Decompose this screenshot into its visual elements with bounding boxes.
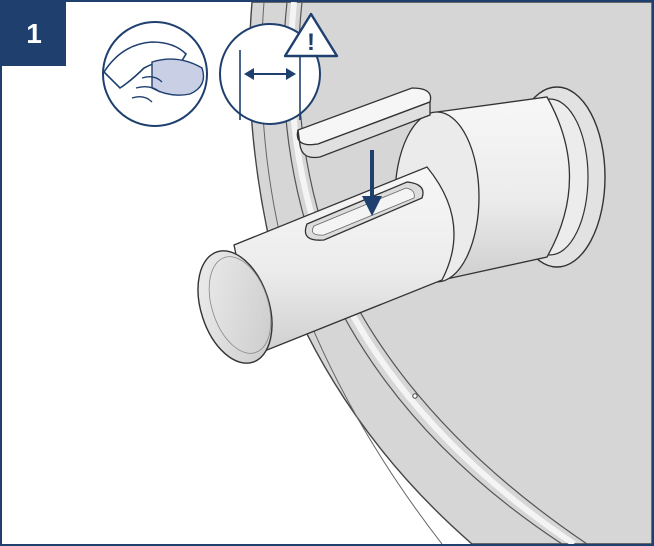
hand-wiping-cloth-icon bbox=[102, 21, 208, 127]
housing-screw-hole bbox=[412, 393, 418, 399]
shaft-end-rim bbox=[208, 256, 272, 354]
warning-symbol: ! bbox=[307, 29, 315, 56]
shaft-end-face bbox=[197, 250, 273, 364]
warning-triangle-icon: ! bbox=[283, 12, 339, 58]
step-number-badge: 1 bbox=[2, 2, 66, 66]
keyway-slot-floor bbox=[311, 187, 415, 236]
feather-key-side bbox=[296, 101, 431, 159]
insert-arrow bbox=[362, 150, 382, 216]
shaft-small-body bbox=[233, 166, 455, 355]
